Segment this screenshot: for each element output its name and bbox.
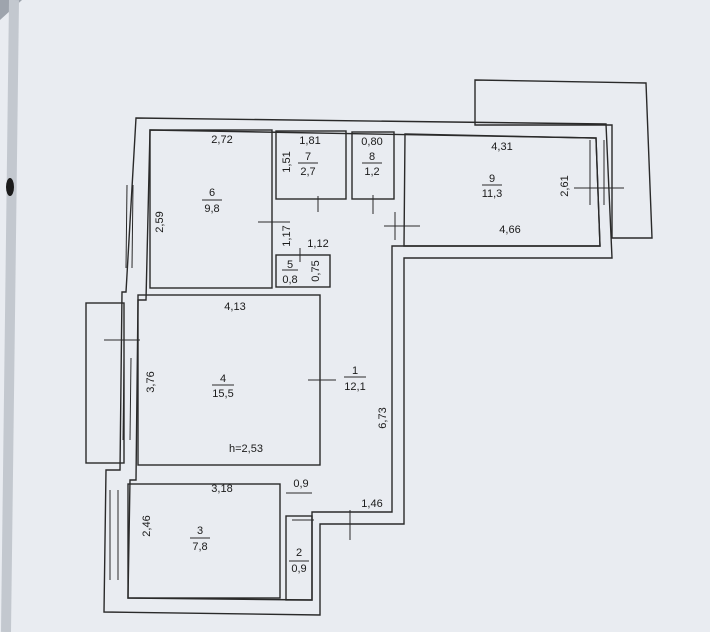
room-7 bbox=[275, 130, 347, 200]
window-room6 bbox=[125, 184, 128, 269]
dim-room9-bottom: 4,66 bbox=[499, 224, 520, 236]
room7-number: 7 bbox=[305, 151, 311, 163]
dim-room4-width: 4,13 bbox=[224, 301, 245, 313]
room-5 bbox=[275, 254, 331, 288]
dim-room2-width: 0,9 bbox=[293, 478, 308, 490]
room3-number: 3 bbox=[197, 525, 203, 537]
dim-room7-width: 1,81 bbox=[299, 135, 320, 147]
room6-area: 9,8 bbox=[204, 203, 219, 215]
dim-hall-width: 1,46 bbox=[361, 498, 382, 510]
room2-area: 0,9 bbox=[291, 563, 306, 575]
dim-ceiling-height: h=2,53 bbox=[229, 443, 263, 455]
window-room4-inner bbox=[129, 357, 132, 441]
dim-room6-width: 2,72 bbox=[211, 134, 232, 146]
dim-room8-width: 0,80 bbox=[361, 136, 382, 148]
binding-hole bbox=[6, 178, 14, 196]
room-9 bbox=[403, 133, 601, 247]
dim-room3-height: 2,46 bbox=[141, 515, 153, 536]
dim-corridor-length: 6,73 bbox=[377, 407, 389, 428]
room4-area: 15,5 bbox=[212, 388, 233, 400]
room-3 bbox=[127, 483, 281, 599]
room-2 bbox=[285, 515, 313, 601]
room1-number: 1 bbox=[352, 365, 358, 377]
window-room4 bbox=[122, 357, 125, 441]
room8-number: 8 bbox=[369, 151, 375, 163]
room4-number: 4 bbox=[220, 373, 226, 385]
window-room6-inner bbox=[131, 184, 134, 269]
room-6 bbox=[149, 129, 273, 289]
dim-corridor-width: 1,12 bbox=[307, 238, 328, 250]
dim-room7-height: 1,51 bbox=[281, 151, 293, 172]
room7-area: 2,7 bbox=[300, 166, 315, 178]
room2-number: 2 bbox=[296, 547, 302, 559]
room5-number: 5 bbox=[287, 259, 293, 271]
dim-room9-width: 4,31 bbox=[491, 141, 512, 153]
room5-area: 0,8 bbox=[282, 274, 297, 286]
balcony-right bbox=[474, 79, 653, 239]
room1-area: 12,1 bbox=[344, 381, 365, 393]
room3-area: 7,8 bbox=[192, 541, 207, 553]
room8-area: 1,2 bbox=[364, 166, 379, 178]
dim-room3-width: 3,18 bbox=[211, 483, 232, 495]
room6-number: 6 bbox=[209, 187, 215, 199]
room9-number: 9 bbox=[489, 173, 495, 185]
paper-spine bbox=[1, 0, 19, 632]
dim-room6-height: 2,59 bbox=[154, 211, 166, 232]
dim-room5-height: 0,75 bbox=[310, 260, 322, 281]
dim-room4-height: 3,76 bbox=[145, 371, 157, 392]
dim-corridor-left: 1,17 bbox=[281, 225, 293, 246]
outer-wall bbox=[103, 117, 613, 616]
room9-area: 11,3 bbox=[482, 188, 503, 200]
dim-room9-height: 2,61 bbox=[559, 175, 571, 196]
